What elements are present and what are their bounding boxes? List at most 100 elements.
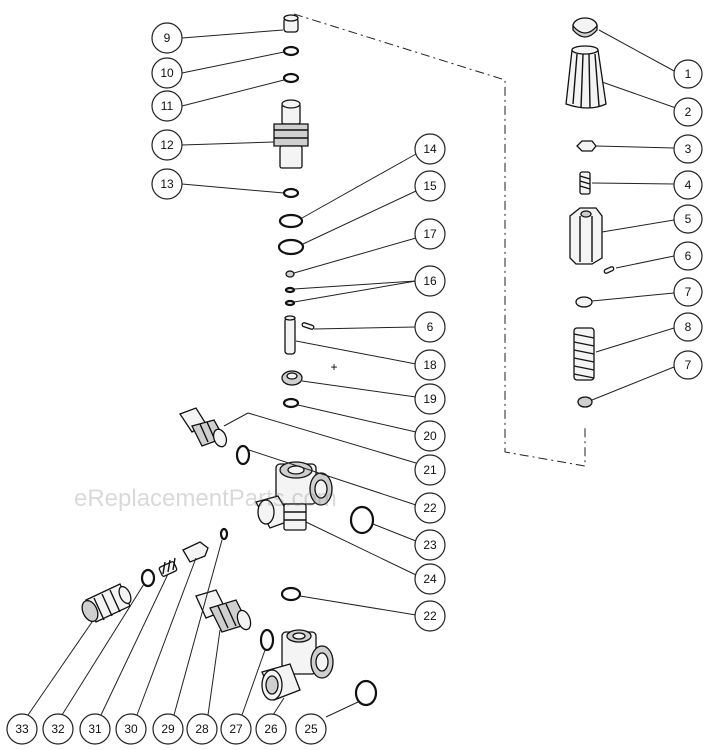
callout-17: 17	[414, 218, 446, 250]
svg-text:12: 12	[160, 138, 174, 152]
callout-11: 11	[151, 90, 183, 122]
callout-22-lower: 22	[414, 600, 446, 632]
svg-text:32: 32	[51, 722, 65, 736]
callout-7-upper: 7	[673, 277, 703, 307]
part-30-poppet	[182, 541, 209, 563]
part-21-inlet-fitting	[179, 407, 228, 448]
part-25-oring	[354, 679, 378, 707]
svg-text:8: 8	[685, 320, 692, 334]
callout-29: 29	[152, 713, 184, 745]
part-17-ball	[285, 270, 295, 278]
callout-32: 32	[42, 713, 74, 745]
callout-33: 33	[6, 713, 38, 745]
part-12-valve-fitting	[273, 99, 309, 169]
svg-text:15: 15	[423, 179, 437, 193]
part-22-oring-upper	[235, 444, 251, 466]
svg-text:6: 6	[685, 249, 692, 263]
callout-21: 21	[414, 454, 446, 486]
callout-8: 8	[673, 312, 703, 342]
part-7-seat-upper	[575, 296, 593, 308]
part-26-tee-body	[261, 629, 334, 701]
part-2-knob	[565, 45, 607, 109]
part-18-plunger	[284, 315, 296, 355]
part-31-spring	[158, 557, 178, 577]
callout-30: 30	[115, 713, 147, 745]
svg-text:21: 21	[423, 463, 437, 477]
svg-text:1: 1	[685, 67, 692, 81]
svg-text:16: 16	[423, 274, 437, 288]
svg-text:23: 23	[423, 538, 437, 552]
part-33-threaded-nipple	[81, 583, 132, 623]
callout-2: 2	[673, 97, 703, 127]
assembly-path-line	[293, 13, 586, 467]
svg-text:17: 17	[423, 227, 437, 241]
part-8-spring	[573, 327, 595, 381]
callout-7-lower: 7	[673, 350, 703, 380]
svg-text:14: 14	[423, 142, 437, 156]
callout-13: 13	[151, 168, 183, 200]
part-15-washer	[277, 238, 305, 256]
part-27-oring	[259, 628, 275, 652]
svg-text:7: 7	[685, 285, 692, 299]
svg-text:13: 13	[160, 177, 174, 191]
svg-text:30: 30	[124, 722, 138, 736]
svg-text:18: 18	[423, 358, 437, 372]
callout-24: 24	[414, 563, 446, 595]
part-14-washer	[278, 213, 304, 229]
svg-text:33: 33	[15, 722, 29, 736]
svg-text:3: 3	[685, 142, 692, 156]
part-23-oring	[349, 505, 375, 535]
part-22-oring-lower	[280, 586, 302, 602]
svg-text:22: 22	[423, 609, 437, 623]
part-28-fitting	[195, 589, 252, 633]
svg-text:24: 24	[423, 572, 437, 586]
svg-text:29: 29	[161, 722, 175, 736]
part-20-oring	[282, 397, 300, 409]
svg-text:4: 4	[685, 178, 692, 192]
svg-text:6: 6	[427, 320, 434, 334]
callout-18: 18	[414, 349, 446, 381]
svg-text:11: 11	[161, 99, 174, 113]
callout-28: 28	[186, 713, 218, 745]
callout-20: 20	[414, 420, 446, 452]
svg-text:26: 26	[264, 722, 278, 736]
svg-text:9: 9	[164, 31, 171, 45]
svg-text:2: 2	[685, 105, 692, 119]
callout-6-right: 6	[673, 241, 703, 271]
part-13-oring	[282, 187, 300, 199]
callout-31: 31	[79, 713, 111, 745]
leader-lines	[27, 29, 677, 718]
svg-text:7: 7	[685, 358, 692, 372]
callout-3: 3	[673, 134, 703, 164]
part-6-pin-center	[301, 322, 315, 330]
svg-text:28: 28	[195, 722, 209, 736]
callout-26: 26	[255, 713, 287, 745]
svg-text:19: 19	[423, 392, 437, 406]
callout-9: 9	[151, 22, 183, 54]
part-16-oring-a	[284, 286, 296, 294]
callout-22-upper: 22	[414, 492, 446, 524]
center-marker: +	[330, 360, 337, 374]
callout-15: 15	[414, 170, 446, 202]
watermark-text: eReplacementParts.com	[74, 485, 337, 512]
part-32-oring	[140, 568, 156, 588]
callout-19: 19	[414, 383, 446, 415]
part-3-nut	[576, 140, 597, 152]
part-4-small-spring	[579, 171, 591, 195]
svg-text:27: 27	[229, 722, 243, 736]
callout-6-center: 6	[414, 311, 446, 343]
part-16-oring-b	[284, 299, 296, 307]
svg-text:31: 31	[88, 722, 102, 736]
part-5-hex-body	[569, 207, 603, 265]
svg-text:10: 10	[160, 66, 174, 80]
callout-27: 27	[220, 713, 252, 745]
part-1-cap	[572, 17, 598, 38]
part-11-oring	[282, 72, 300, 84]
callout-5: 5	[673, 204, 703, 234]
part-29-oring	[219, 527, 229, 541]
callout-10: 10	[151, 57, 183, 89]
callout-4: 4	[673, 170, 703, 200]
part-6-pin-right	[603, 266, 615, 274]
